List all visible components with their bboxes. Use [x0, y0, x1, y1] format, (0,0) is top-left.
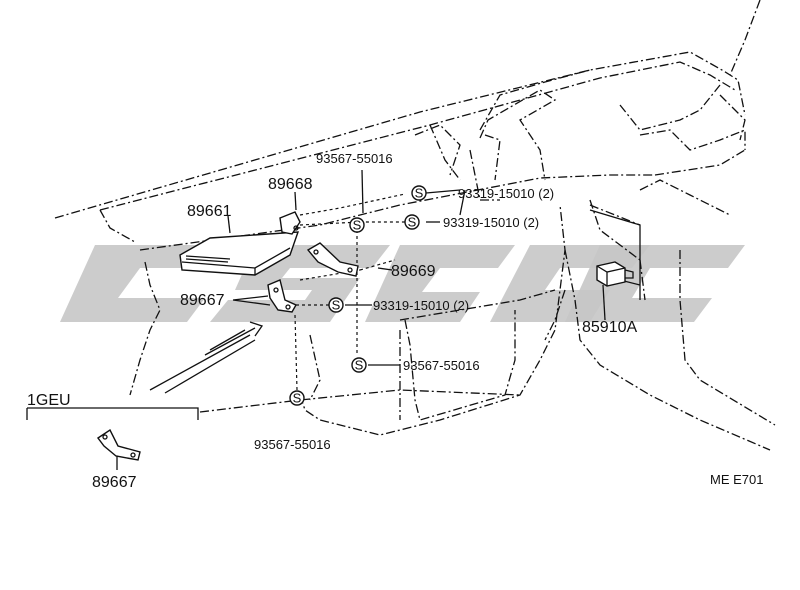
label-93567-top: 93567-55016: [316, 151, 393, 166]
screw-icon: S: [404, 214, 420, 230]
screw-symbol: S: [293, 391, 302, 406]
direction-arrows: [149, 321, 264, 394]
label-89669: 89669: [391, 263, 436, 280]
diagram-code: ME E701: [710, 472, 763, 487]
label-89661: 89661: [187, 203, 232, 220]
bracket-89668: [279, 211, 301, 235]
relay-85910A: [596, 261, 634, 287]
part-labels: 89661 89668 89669 89667 89667 85910A 935…: [27, 151, 763, 491]
bracket-89667-main: [267, 279, 297, 313]
screw-icon: S: [289, 390, 305, 406]
screw-symbol: S: [408, 215, 417, 230]
instrument-panel-outline: [54, 0, 776, 451]
label-93319-a: 93319-15010 (2): [458, 186, 554, 201]
label-93319-c: 93319-15010 (2): [373, 298, 469, 313]
screw-icon: S: [351, 357, 367, 373]
label-85910A: 85910A: [582, 319, 637, 336]
screw-symbol: S: [332, 298, 341, 313]
screw-symbol: S: [355, 358, 364, 373]
screw-icon: S: [349, 217, 365, 233]
label-variant-1geu: 1GEU: [27, 392, 71, 409]
label-89667-1geu: 89667: [92, 474, 137, 491]
screw-icon: S: [411, 185, 427, 201]
screw-symbols: S S S S S S: [289, 185, 427, 406]
label-89667-main: 89667: [180, 292, 225, 309]
screw-icon: S: [328, 297, 344, 313]
screw-symbol: S: [415, 186, 424, 201]
label-89668: 89668: [268, 176, 313, 193]
bracket-89669: [306, 242, 359, 277]
computer-unit-89661: [179, 231, 300, 276]
label-93567-bottom: 93567-55016: [254, 437, 331, 452]
label-93567-mid: 93567-55016: [403, 358, 480, 373]
bracket-89667-1geu: [96, 428, 141, 461]
screw-symbol: S: [353, 218, 362, 233]
label-93319-b: 93319-15010 (2): [443, 215, 539, 230]
